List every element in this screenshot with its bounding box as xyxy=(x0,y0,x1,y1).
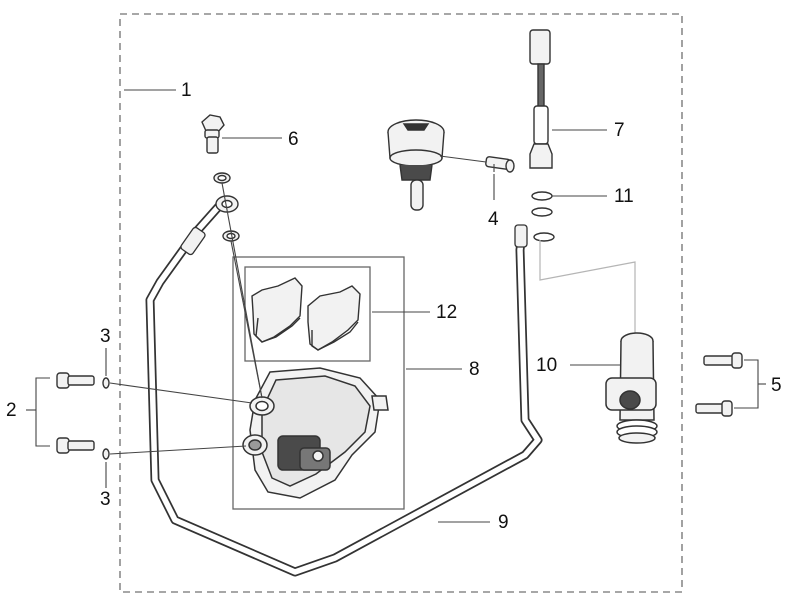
brake-light-switch xyxy=(529,29,553,169)
assembly-boundary xyxy=(119,13,683,593)
callout-2: 2 xyxy=(6,400,17,421)
callout-7: 7 xyxy=(614,120,625,141)
fluid-reservoir xyxy=(387,119,445,211)
callout-10: 10 xyxy=(536,355,558,376)
bolt-washers xyxy=(102,377,110,460)
banjo-bolt xyxy=(201,114,225,154)
brake-caliper xyxy=(242,367,389,499)
callout-11: 11 xyxy=(614,186,634,207)
callout-12: 12 xyxy=(436,302,458,323)
leader-lines xyxy=(26,89,766,523)
brake-pads xyxy=(251,277,361,351)
o-ring-seals xyxy=(531,191,555,242)
callout-9: 9 xyxy=(498,512,509,533)
callout-5: 5 xyxy=(771,375,782,396)
callout-4: 4 xyxy=(488,209,499,230)
caliper-group-box xyxy=(232,256,405,510)
callout-6: 6 xyxy=(288,129,299,150)
master-cylinder xyxy=(605,332,658,444)
callout-3-top: 3 xyxy=(100,326,111,347)
callout-1: 1 xyxy=(181,80,192,101)
callout-3-bottom: 3 xyxy=(100,489,111,510)
assembly-guide-line xyxy=(539,240,636,338)
brake-hose xyxy=(145,200,543,577)
master-cylinder-bolts xyxy=(695,352,743,417)
reservoir-pin xyxy=(485,156,515,173)
caliper-mounting-bolts xyxy=(56,372,95,454)
callout-8: 8 xyxy=(469,359,480,380)
